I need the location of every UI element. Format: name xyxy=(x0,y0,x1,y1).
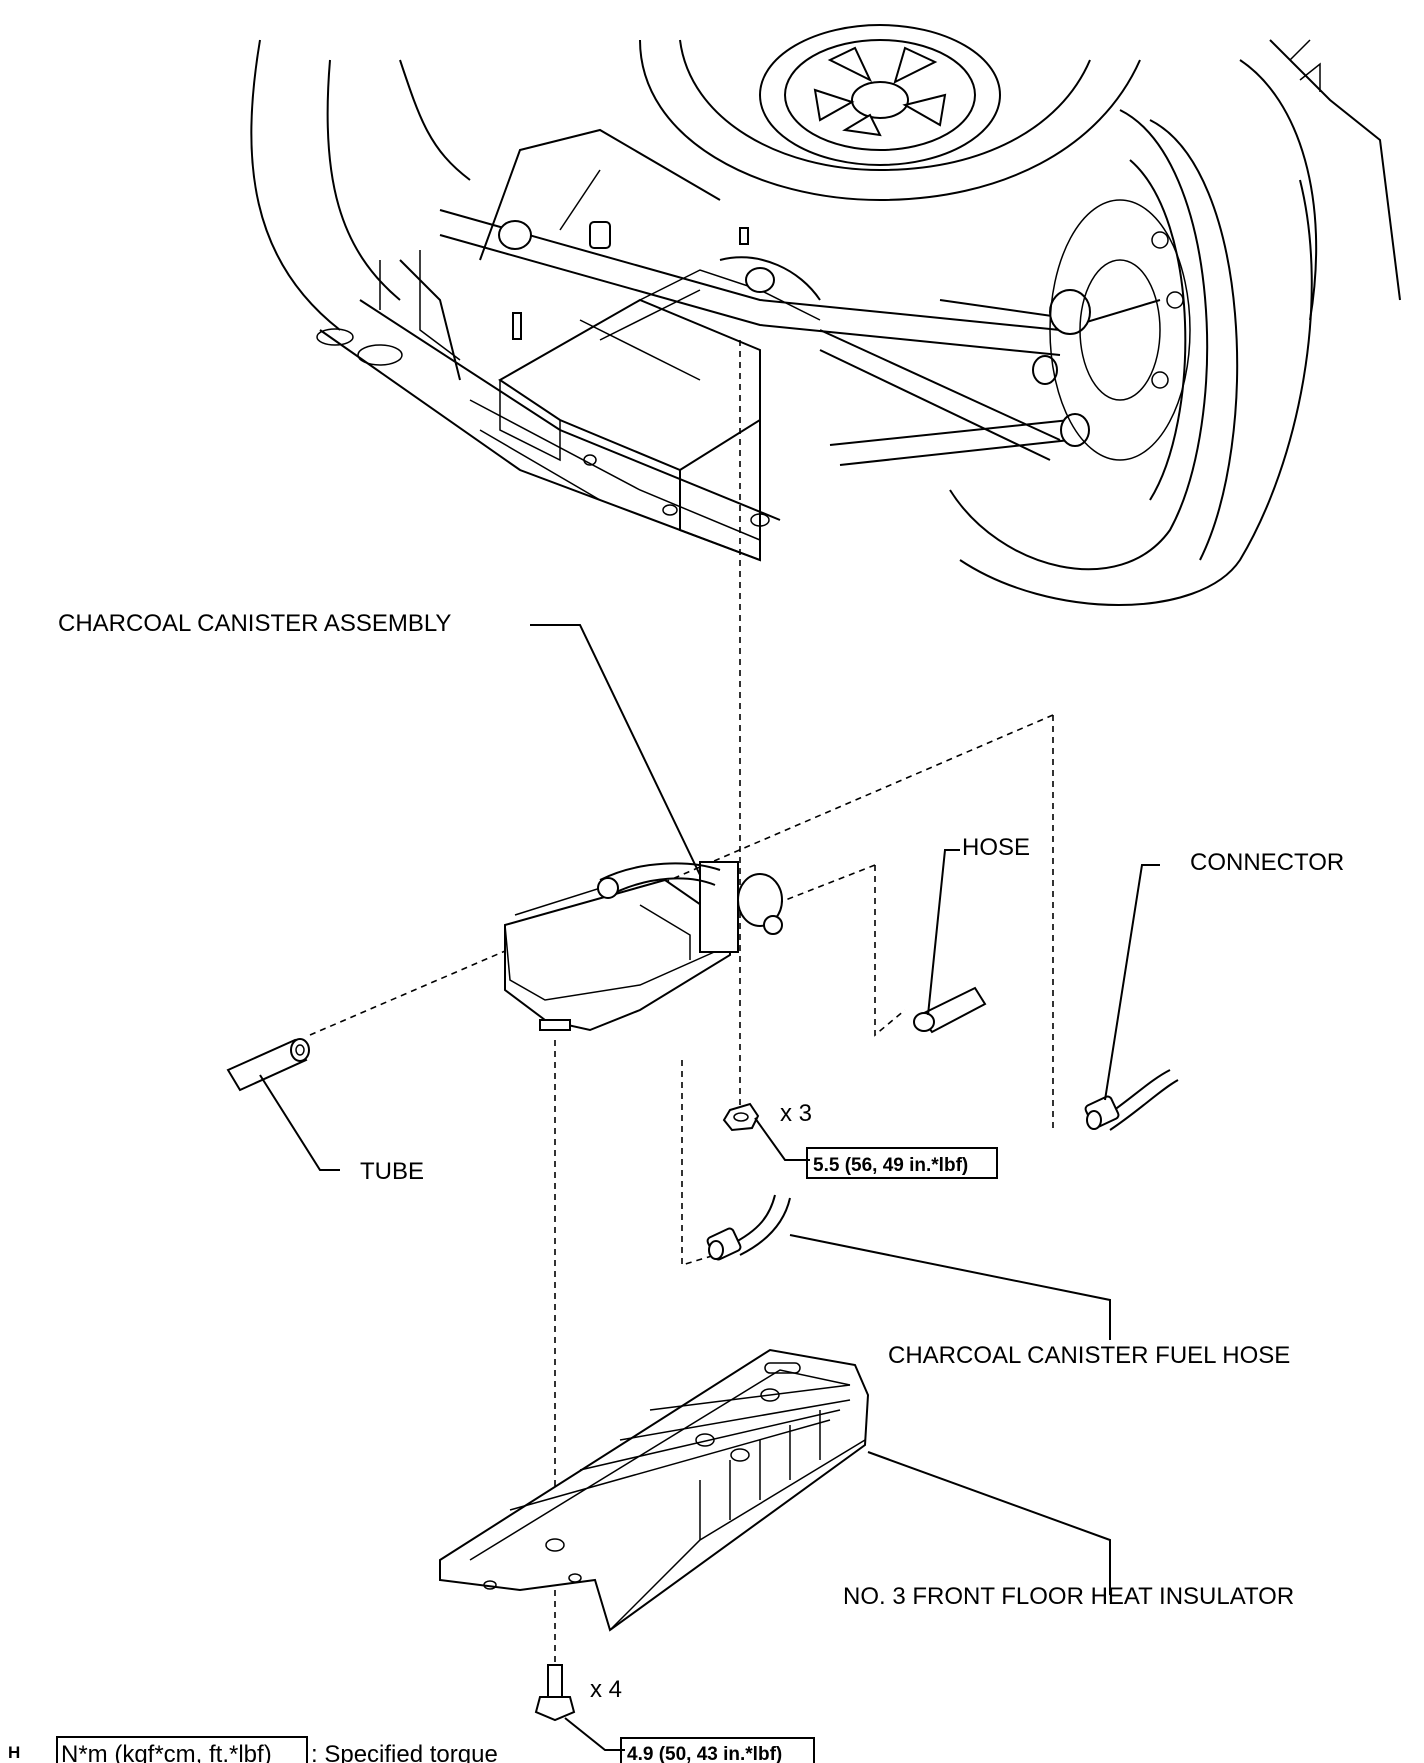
label-connector: CONNECTOR xyxy=(1190,849,1344,876)
bolt-torque-value: 4.9 (50, 43 in.*lbf) xyxy=(627,1744,782,1763)
legend-unit-box xyxy=(56,1736,308,1763)
label-tube: TUBE xyxy=(360,1158,424,1185)
label-charcoal-canister-fuel-hose: CHARCOAL CANISTER FUEL HOSE xyxy=(888,1342,1290,1369)
charcoal-canister-part xyxy=(504,861,783,1032)
bolt-quantity: x 4 xyxy=(590,1676,622,1703)
label-heat-insulator: NO. 3 FRONT FLOOR HEAT INSULATOR xyxy=(843,1583,1294,1610)
nut-torque-value: 5.5 (56, 49 in.*lbf) xyxy=(813,1155,968,1176)
vehicle-underbody-illustration xyxy=(250,24,1401,606)
fuel-hose-part xyxy=(706,1194,791,1261)
tube-part xyxy=(226,1038,310,1092)
hose-part xyxy=(913,986,987,1034)
bolt-part xyxy=(534,1664,576,1722)
label-charcoal-canister-assembly: CHARCOAL CANISTER ASSEMBLY xyxy=(58,610,451,637)
legend-unit: N*m (kgf*cm, ft.*lbf) xyxy=(61,1741,272,1763)
bolt-torque-box xyxy=(620,1737,815,1763)
figure-code: H xyxy=(8,1743,20,1762)
nut-part xyxy=(722,1102,760,1132)
label-hose: HOSE xyxy=(962,834,1030,861)
connector-part xyxy=(1084,1069,1179,1131)
nut-torque-box xyxy=(806,1147,998,1179)
legend-description: : Specified torque xyxy=(311,1741,498,1763)
nut-quantity: x 3 xyxy=(780,1100,812,1127)
leader-lines xyxy=(259,624,1160,1751)
heat-insulator-part xyxy=(439,1348,870,1632)
